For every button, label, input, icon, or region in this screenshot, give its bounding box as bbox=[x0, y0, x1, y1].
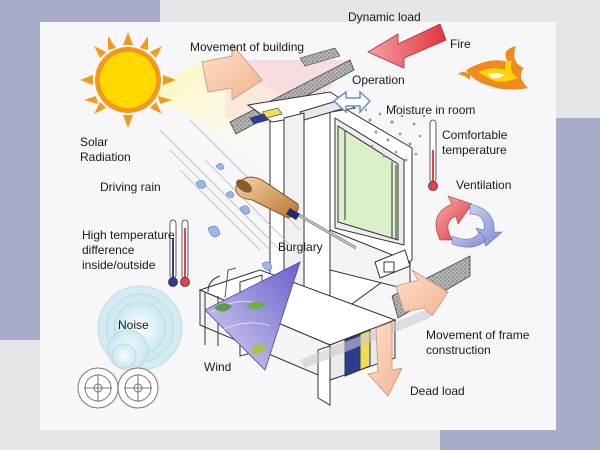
raindrops bbox=[195, 163, 273, 271]
label-noise: Noise bbox=[118, 318, 149, 332]
label-burglary: Burglary bbox=[278, 240, 323, 254]
moisture-drops bbox=[364, 104, 426, 162]
movement-of-frame-arrow bbox=[395, 269, 449, 317]
label-moisture-in-room: Moisture in room bbox=[386, 103, 476, 117]
noise-icon bbox=[97, 285, 183, 371]
frame-bottom-right bbox=[440, 430, 600, 450]
label-solar-radiation: Solar Radiation bbox=[80, 135, 131, 164]
wind-icon bbox=[204, 261, 301, 371]
sun-icon bbox=[80, 32, 176, 128]
label-comfortable-temperature: Comfortable temperature bbox=[442, 128, 508, 157]
cold-thermometer bbox=[168, 219, 178, 287]
dead-load-arrow bbox=[367, 321, 403, 397]
sill-shadow bbox=[300, 308, 430, 368]
label-movement-of-building: Movement of building bbox=[190, 40, 305, 54]
frame-left bbox=[0, 0, 40, 340]
hot-thermometer bbox=[180, 219, 190, 287]
wheels-icon bbox=[77, 367, 159, 409]
label-fire: Fire bbox=[450, 37, 471, 51]
sun-rays bbox=[150, 56, 290, 175]
label-movement-of-frame-construction: Movement of frame construction bbox=[426, 328, 530, 357]
fire-icon bbox=[458, 46, 528, 90]
wall-strip-left bbox=[299, 47, 341, 67]
dynamic-load-arrow bbox=[367, 23, 447, 69]
label-high-temperature-difference: High temperature difference inside/outsi… bbox=[82, 228, 175, 272]
screwdriver-icon bbox=[235, 176, 357, 250]
label-driving-rain: Driving rain bbox=[100, 180, 161, 194]
comfortable-temperature-thermometer bbox=[428, 119, 438, 191]
label-operation: Operation bbox=[352, 73, 405, 87]
movement-of-building-arrow bbox=[201, 42, 263, 101]
label-dynamic-load: Dynamic load bbox=[348, 10, 421, 24]
label-ventilation: Ventilation bbox=[456, 178, 512, 192]
ventilation-icon bbox=[435, 195, 503, 248]
operation-arrow bbox=[332, 90, 372, 114]
frame-seal-strip bbox=[249, 107, 283, 125]
label-wind: Wind bbox=[204, 360, 232, 374]
frame-right bbox=[556, 118, 600, 450]
label-dead-load: Dead load bbox=[410, 384, 465, 398]
